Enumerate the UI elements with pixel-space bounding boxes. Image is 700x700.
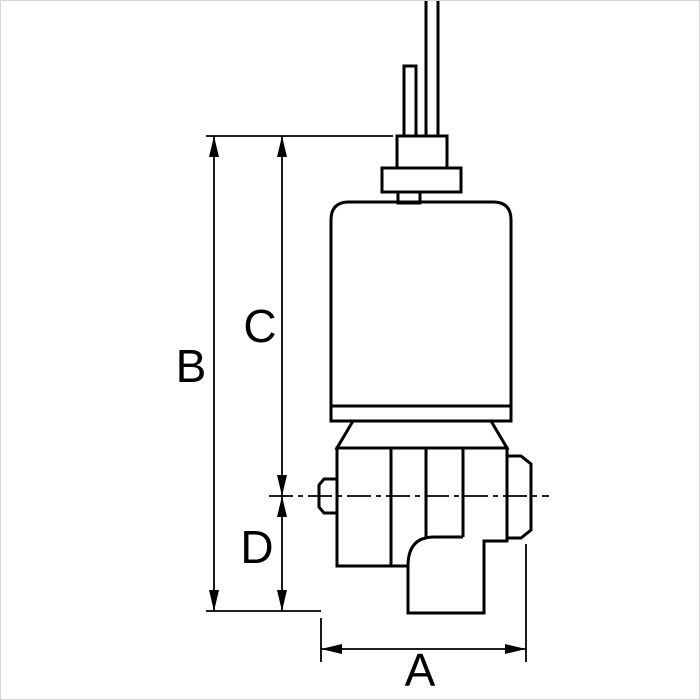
valve-outline-group	[317, 1, 533, 615]
arrow-a-left	[321, 644, 342, 654]
right-protrusion	[505, 454, 533, 540]
arrow-b-top	[209, 136, 219, 157]
dimension-lines-group	[206, 135, 527, 662]
arrow-c-bottom	[277, 475, 287, 496]
dimension-label-c: C	[243, 300, 276, 352]
arrow-c-top	[277, 136, 287, 157]
arrow-a-right	[505, 644, 526, 654]
connector-flange	[380, 166, 463, 194]
arrow-b-bottom	[209, 590, 219, 611]
cable-pin-right	[424, 1, 440, 138]
cable-pin-left	[402, 64, 418, 138]
coil-body	[329, 200, 513, 423]
connector-stem	[395, 134, 449, 170]
outlet-bore-fillet	[406, 535, 463, 567]
adapter-trapezoid	[334, 419, 510, 450]
arrow-d-bottom	[277, 590, 287, 611]
dimension-label-b: B	[176, 340, 207, 392]
left-protrusion	[317, 477, 339, 515]
arrow-d-top	[277, 496, 287, 517]
dimension-labels-group: B C D A	[176, 300, 436, 696]
dimension-label-a: A	[405, 644, 436, 696]
arrowheads-group	[209, 136, 526, 654]
valve-body	[335, 446, 509, 615]
dimension-label-d: D	[240, 521, 273, 573]
